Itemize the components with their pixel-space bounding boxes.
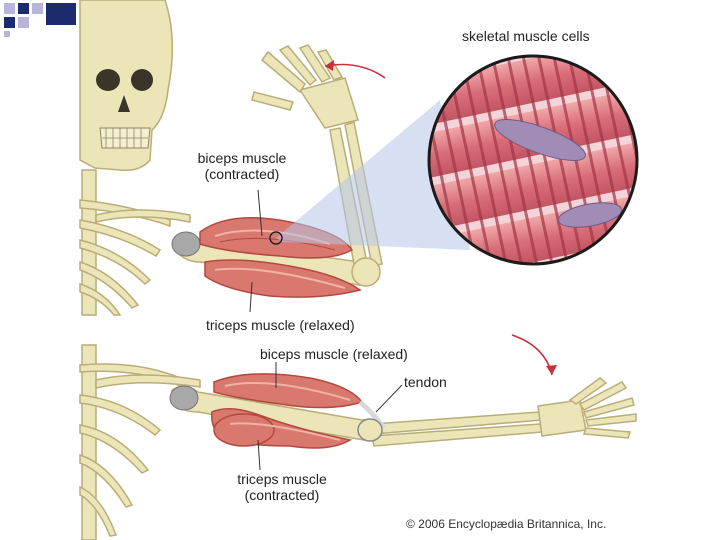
label-triceps-relaxed: triceps muscle (relaxed) [206, 317, 355, 333]
ribcage-bottom [80, 345, 200, 540]
label-line: triceps muscle [222, 471, 342, 487]
label-line: (contracted) [222, 487, 342, 503]
label-biceps-relaxed: biceps muscle (relaxed) [260, 346, 408, 362]
label-tendon: tendon [404, 374, 447, 390]
label-triceps-contracted: triceps muscle (contracted) [222, 471, 342, 503]
label-skeletal-muscle-cells: skeletal muscle cells [462, 28, 590, 44]
copyright-notice: © 2006 Encyclopædia Britannica, Inc. [406, 516, 606, 532]
shoulder-joint [170, 386, 198, 410]
label-biceps-contracted: biceps muscle (contracted) [182, 150, 302, 182]
curved-arrow-head [546, 365, 557, 375]
elbow-joint [352, 258, 380, 286]
bottom-arm-panel [80, 335, 636, 540]
leader-tendon [376, 385, 402, 412]
elbow-joint-bottom [358, 419, 382, 441]
curved-arrow-icon [512, 335, 552, 375]
label-line: (contracted) [182, 166, 302, 182]
label-line: biceps muscle [182, 150, 302, 166]
